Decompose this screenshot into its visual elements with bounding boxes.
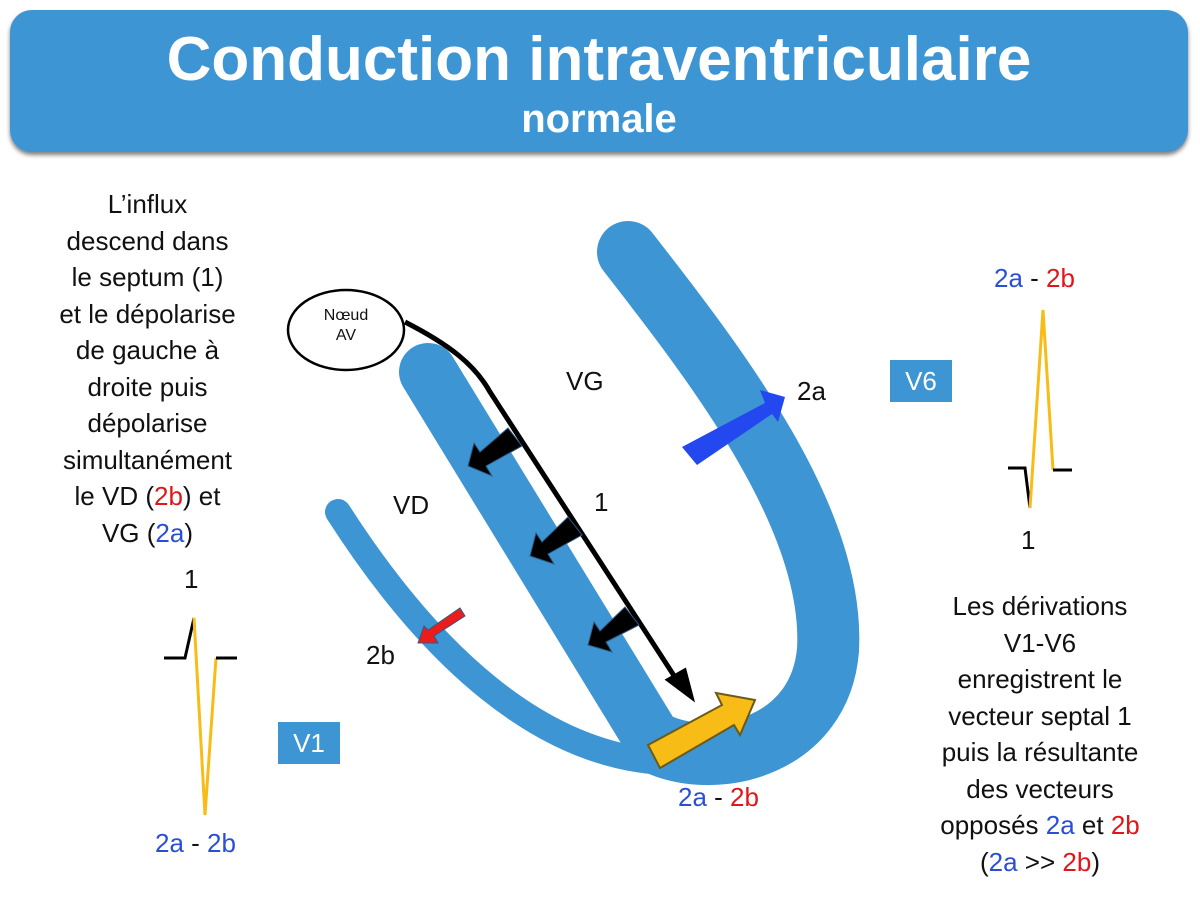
text-line: (2a >> 2b) [905,844,1175,881]
av-node-label: Nœud AV [300,306,392,346]
text-line: le VD (2b) et [30,478,265,515]
text: ) [184,517,194,548]
text: >> [1017,846,1063,877]
vg-label: VG [566,366,604,396]
text-line: enregistrent le [957,664,1123,694]
vector-2a-label: 2a [797,376,826,406]
vector-2b-label: 2b [366,640,395,670]
rv-wall [325,499,703,776]
text-2b: 2b [207,828,236,858]
text: ) [1091,846,1100,877]
v6-top-label: 2a - 2b [994,263,1075,294]
v1-bottom-label: 2a - 2b [155,828,236,859]
text-line: et le dépolarise [59,298,236,329]
text: ( [979,846,989,877]
text-2a: 2a [994,263,1023,293]
text-line: des vecteurs [966,773,1114,804]
text: le VD ( [74,481,154,511]
text-line: le septum (1) [71,262,224,292]
text-line: AV [335,327,357,344]
text-2a: 2a [988,846,1018,877]
text-2b: 2b [1110,810,1140,840]
title-banner: Conduction intraventriculaire normale [10,10,1188,152]
text: VG ( [101,517,156,548]
septal-vector-label: 1 [594,487,609,517]
conduction-arrowhead [664,667,696,703]
lead-v1-badge: V1 [278,722,340,764]
text-2b: 2b [1062,846,1092,877]
text-2b: 2b [153,481,183,511]
vd-label: VD [393,490,430,520]
text-line: descend dans [66,225,229,256]
text: - [706,782,731,812]
text-line: de gauche à [75,335,220,365]
text-line: V1-V6 [1003,627,1077,658]
text-line: puis la résultante [941,737,1139,767]
av-node [286,288,406,372]
v1-top-label: 1 [184,564,199,594]
text-line: opposés 2a et 2b [905,807,1175,844]
text-line: L’influx [107,189,188,219]
text: - [183,828,208,858]
lv-wall [597,221,860,786]
text-line: dépolarise [87,408,208,438]
text: opposés [940,810,1046,840]
resultant-label: 2a - 2b [678,782,759,813]
text-line: Les dérivations [952,591,1128,621]
text-2a: 2a [1045,810,1075,840]
lead-v6-badge: V6 [890,360,952,402]
text: ) et [182,481,221,511]
septal-arrow-icon [587,606,640,653]
septal-arrow-icon [529,516,583,565]
text-line: Nœud [323,307,369,324]
text-2b: 2b [1046,263,1075,293]
text-2a: 2a [678,782,707,812]
left-explanation: L’influx descend dans le septum (1) et l… [30,186,265,551]
subtitle: normale [521,97,677,141]
av-conduction-path [403,319,685,690]
vector-2a-arrow-icon [682,390,785,465]
text: et [1074,810,1111,840]
text-line: vecteur septal 1 [948,700,1132,731]
text-2a: 2a [155,517,185,548]
vector-2b-arrow-icon [417,607,466,644]
text-line: simultanément [62,444,233,475]
text-2a: 2a [155,828,184,858]
text: - [1022,263,1047,293]
text-line: droite puis [87,371,208,402]
v6-bottom-label: 1 [1021,525,1036,555]
title: Conduction intraventriculaire [166,25,1032,94]
v1-ecg-trace [164,617,237,816]
text-2b: 2b [730,782,759,812]
resultant-arrow-icon [646,691,757,770]
septal-arrows [467,427,640,653]
septal-arrow-icon [467,427,523,478]
right-explanation: Les dérivations V1-V6 enregistrent le ve… [905,588,1175,880]
v6-ecg-trace [1008,309,1072,509]
text-line: VG (2a) [30,515,265,552]
